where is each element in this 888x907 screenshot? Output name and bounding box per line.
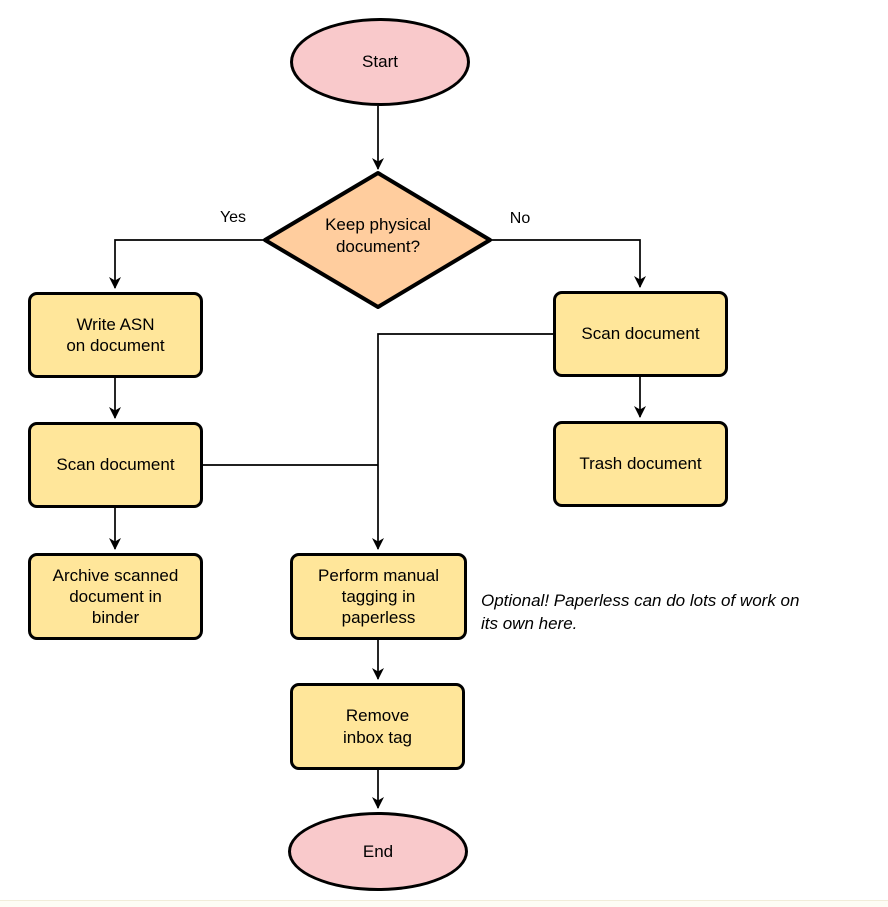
node-trash-document-label: Trash document xyxy=(579,454,702,474)
node-scan-document-right-label: Scan document xyxy=(581,324,700,344)
page-bottom-edge xyxy=(0,900,888,907)
node-remove-inbox-tag-label: Remove inbox tag xyxy=(343,706,412,747)
node-remove-inbox-tag: Remove inbox tag xyxy=(290,683,465,770)
node-manual-tagging: Perform manual tagging in paperless xyxy=(290,553,467,640)
node-scan-document-left-label: Scan document xyxy=(56,455,175,475)
node-start-label: Start xyxy=(362,52,398,72)
node-trash-document: Trash document xyxy=(553,421,728,507)
node-archive-document: Archive scanned document in binder xyxy=(28,553,203,640)
node-end: End xyxy=(288,812,468,891)
edge-decision-yes-to-write-asn xyxy=(109,239,265,289)
optional-note: Optional! Paperless can do lots of work … xyxy=(481,591,800,633)
edge-label-yes: Yes xyxy=(219,209,247,226)
edge-decision-no-to-scan-right xyxy=(490,239,646,288)
node-archive-document-label: Archive scanned document in binder xyxy=(52,565,179,628)
node-write-asn: Write ASN on document xyxy=(28,292,203,378)
node-scan-document-right: Scan document xyxy=(553,291,728,377)
node-scan-document-left: Scan document xyxy=(28,422,203,508)
edge-scan-right-to-tagging xyxy=(372,333,553,550)
decision-diamond-shape xyxy=(263,171,492,309)
node-start: Start xyxy=(290,18,470,106)
node-decision-label: Keep physical document? xyxy=(325,215,431,257)
node-manual-tagging-label: Perform manual tagging in paperless xyxy=(318,565,439,628)
node-end-label: End xyxy=(362,841,394,861)
edge-label-no: No xyxy=(509,210,531,227)
node-write-asn-label: Write ASN on document xyxy=(66,314,165,355)
